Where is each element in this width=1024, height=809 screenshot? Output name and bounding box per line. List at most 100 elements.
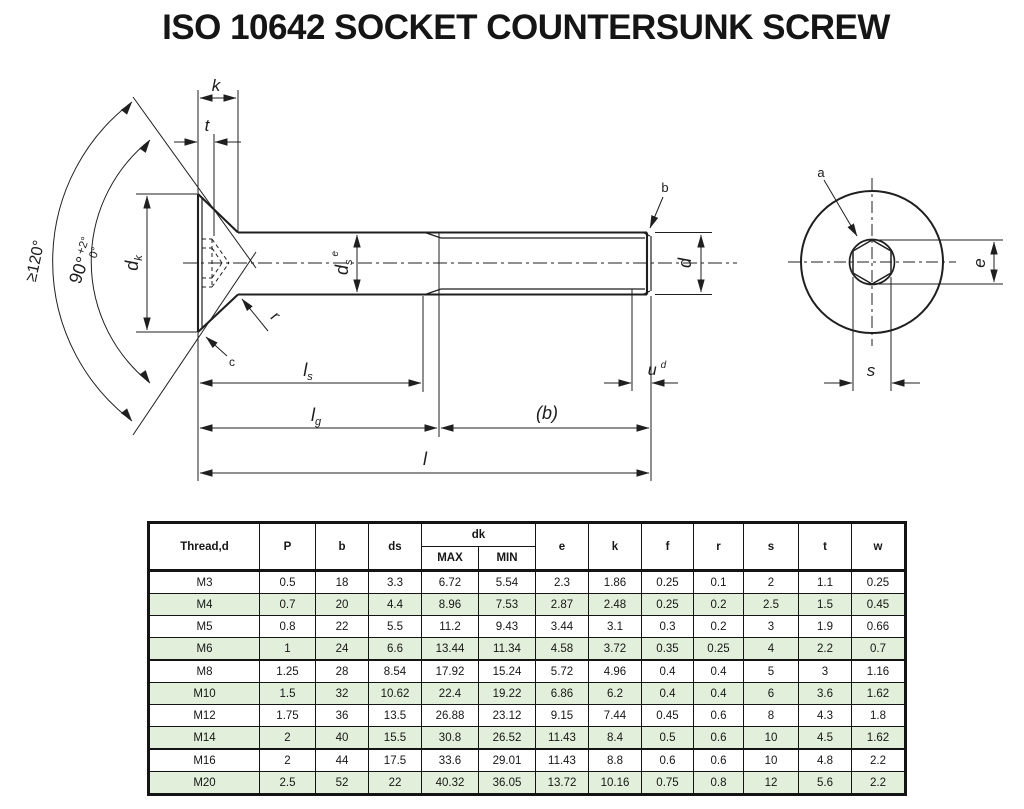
cell-r: 0.4 bbox=[693, 682, 744, 705]
label-r: r bbox=[267, 308, 283, 325]
cell-w: 1.8 bbox=[851, 704, 906, 727]
label-note-b: b bbox=[661, 180, 668, 195]
cell-w: 2.2 bbox=[851, 771, 906, 795]
cell-dk_max: 30.8 bbox=[421, 726, 479, 750]
cell-t: 1.9 bbox=[798, 615, 852, 638]
cell-e: 9.15 bbox=[535, 704, 589, 727]
cell-b: 36 bbox=[315, 704, 369, 727]
cell-r: 0.2 bbox=[693, 615, 744, 638]
cell-ds: 15.5 bbox=[368, 726, 422, 750]
cell-thread: M10 bbox=[148, 682, 260, 705]
leader-r bbox=[241, 298, 269, 332]
cell-t: 5.6 bbox=[798, 771, 852, 795]
cell-thread: M20 bbox=[148, 771, 260, 795]
cell-r: 0.4 bbox=[693, 659, 744, 683]
cell-ds: 8.54 bbox=[368, 659, 422, 683]
cell-p: 1 bbox=[259, 637, 316, 661]
screw-edges-thin bbox=[201, 197, 652, 329]
cell-f: 0.6 bbox=[641, 748, 694, 772]
label-d: d bbox=[675, 257, 695, 268]
leader-c bbox=[205, 336, 228, 357]
cell-k: 4.96 bbox=[588, 659, 642, 683]
cell-f: 0.35 bbox=[641, 637, 694, 661]
cell-k: 7.44 bbox=[588, 704, 642, 727]
cell-e: 6.86 bbox=[535, 682, 589, 705]
end-view bbox=[788, 178, 1003, 391]
hex-socket bbox=[852, 239, 892, 285]
cell-w: 2.2 bbox=[851, 748, 906, 772]
label-l: l bbox=[423, 449, 428, 469]
cell-b: 40 bbox=[315, 726, 369, 750]
cell-s: 2.5 bbox=[743, 593, 799, 616]
cell-p: 0.7 bbox=[259, 593, 316, 616]
cell-w: 1.62 bbox=[851, 682, 906, 705]
cell-p: 2.5 bbox=[259, 771, 316, 795]
end-view-labels: a e s bbox=[817, 165, 989, 380]
cell-f: 0.25 bbox=[641, 593, 694, 616]
end-view-centerlines bbox=[788, 178, 956, 346]
cell-k: 1.86 bbox=[588, 570, 642, 594]
cell-t: 3 bbox=[798, 659, 852, 683]
cell-thread: M6 bbox=[148, 637, 260, 661]
extension-lines bbox=[136, 90, 712, 481]
cell-dk_min: 15.24 bbox=[478, 659, 536, 683]
cell-p: 1.75 bbox=[259, 704, 316, 727]
cell-s: 3 bbox=[743, 615, 799, 638]
cell-t: 4.8 bbox=[798, 748, 852, 772]
cell-f: 0.3 bbox=[641, 615, 694, 638]
label-angle-90: 90°+2°0° bbox=[65, 235, 105, 288]
cell-ds: 3.3 bbox=[368, 570, 422, 594]
col-dk-min: MIN bbox=[478, 546, 536, 572]
col-w: w bbox=[851, 522, 906, 572]
cell-p: 1.5 bbox=[259, 682, 316, 705]
cell-dk_min: 26.52 bbox=[478, 726, 536, 750]
cell-e: 3.44 bbox=[535, 615, 589, 638]
cell-e: 13.72 bbox=[535, 771, 589, 795]
cell-dk_max: 8.96 bbox=[421, 593, 479, 616]
cell-dk_min: 7.53 bbox=[478, 593, 536, 616]
cell-dk_max: 22.4 bbox=[421, 682, 479, 705]
cell-dk_max: 26.88 bbox=[421, 704, 479, 727]
cell-w: 0.25 bbox=[851, 570, 906, 594]
cell-k: 10.16 bbox=[588, 771, 642, 795]
end-view-dimension-lines bbox=[823, 179, 998, 387]
cell-thread: M14 bbox=[148, 726, 260, 750]
col-e: e bbox=[535, 522, 589, 572]
cell-p: 2 bbox=[259, 748, 316, 772]
cell-dk_max: 11.2 bbox=[421, 615, 479, 638]
cell-k: 2.48 bbox=[588, 593, 642, 616]
cell-ds: 17.5 bbox=[368, 748, 422, 772]
col-p: P bbox=[259, 522, 316, 572]
col-f: f bbox=[641, 522, 694, 572]
cell-dk_min: 36.05 bbox=[478, 771, 536, 795]
cell-ds: 5.5 bbox=[368, 615, 422, 638]
cell-r: 0.2 bbox=[693, 593, 744, 616]
cell-ds: 6.6 bbox=[368, 637, 422, 661]
leader-b bbox=[649, 196, 664, 229]
label-ls: ls bbox=[303, 360, 313, 383]
cell-r: 0.1 bbox=[693, 570, 744, 594]
label-ds: dse bbox=[330, 251, 355, 276]
cell-s: 6 bbox=[743, 682, 799, 705]
cell-dk_max: 6.72 bbox=[421, 570, 479, 594]
cell-w: 0.66 bbox=[851, 615, 906, 638]
cell-b: 20 bbox=[315, 593, 369, 616]
cell-r: 0.8 bbox=[693, 771, 744, 795]
cell-t: 1.5 bbox=[798, 593, 852, 616]
cell-e: 2.3 bbox=[535, 570, 589, 594]
label-s: s bbox=[867, 361, 876, 380]
dimension-table: Thread,d P b ds dk e k f r s t w MAX MIN… bbox=[147, 521, 907, 796]
side-view bbox=[52, 90, 737, 481]
angle-construction bbox=[52, 96, 257, 436]
cell-thread: M5 bbox=[148, 615, 260, 638]
cell-dk_min: 23.12 bbox=[478, 704, 536, 727]
cell-k: 8.8 bbox=[588, 748, 642, 772]
cell-e: 5.72 bbox=[535, 659, 589, 683]
cell-dk_max: 13.44 bbox=[421, 637, 479, 661]
col-dk-max: MAX bbox=[421, 546, 479, 572]
